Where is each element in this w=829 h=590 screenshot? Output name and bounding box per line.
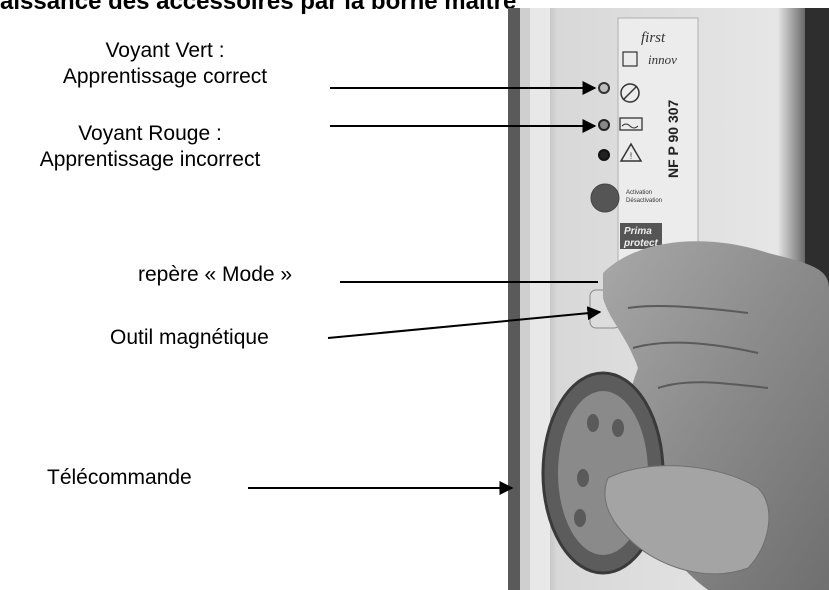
outil-magnetique-arrow	[328, 312, 600, 338]
